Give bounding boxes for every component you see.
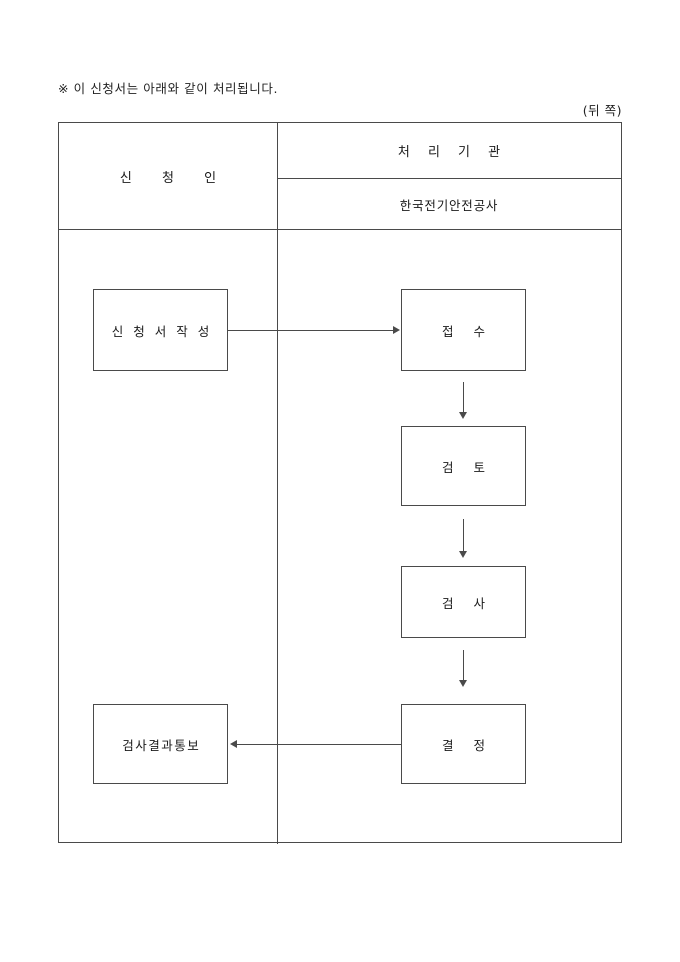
arrow-down-icon — [459, 680, 467, 687]
arrow-left-icon — [230, 740, 237, 748]
connector-receive-to-review — [463, 382, 464, 414]
processing-notice: ※ 이 신청서는 아래와 같이 처리됩니다. — [58, 81, 279, 96]
flow-node-inspection: 검 사 — [401, 566, 526, 638]
flow-node-inspection-result-notice: 검사결과통보 — [93, 704, 228, 784]
arrow-down-icon — [459, 551, 467, 558]
header-body-divider — [59, 229, 621, 230]
header-applicant: 신 청 인 — [119, 170, 230, 186]
arrow-right-icon — [393, 326, 400, 334]
connector-decide-to-result — [237, 744, 401, 745]
flow-node-review: 검 토 — [401, 426, 526, 506]
connector-inspect-to-decide — [463, 650, 464, 682]
connector-review-to-inspect — [463, 519, 464, 553]
page-side-label: (뒤 쪽) — [582, 103, 622, 118]
flow-node-application-form: 신 청 서 작 성 — [93, 289, 228, 371]
header-processing-agency: 처 리 기 관 — [397, 145, 508, 160]
arrow-down-icon — [459, 412, 467, 419]
flow-node-receipt: 접 수 — [401, 289, 526, 371]
agency-header-divider — [277, 178, 621, 179]
column-divider — [277, 123, 278, 844]
connector-apply-to-receive — [228, 330, 393, 331]
process-flow-table: 신 청 인 처 리 기 관 한국전기안전공사 신 청 서 작 성 검사결과통보 … — [58, 122, 622, 844]
flow-node-decision: 결 정 — [401, 704, 526, 784]
header-agency-name: 한국전기안전공사 — [399, 197, 499, 213]
